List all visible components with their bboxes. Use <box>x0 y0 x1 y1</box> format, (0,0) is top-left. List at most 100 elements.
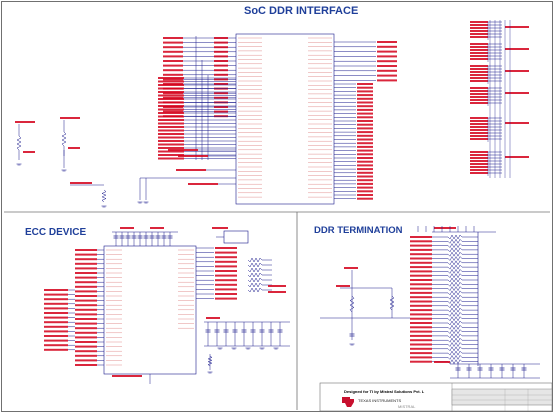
net-label <box>505 26 529 28</box>
net-label <box>158 115 184 118</box>
net-label <box>75 285 97 288</box>
net-label <box>163 37 183 39</box>
termination-resistor <box>447 247 463 253</box>
crystal-symbol <box>223 230 249 244</box>
divider-resistor <box>61 131 67 147</box>
termination-resistor <box>447 298 463 305</box>
net-label <box>75 327 97 330</box>
net-label <box>75 364 97 366</box>
termination-resistor <box>447 264 463 270</box>
net-label <box>163 92 183 95</box>
net-label <box>357 123 373 126</box>
net-label <box>357 175 373 178</box>
net-label <box>158 105 184 107</box>
net-label <box>377 55 397 58</box>
net-label <box>75 331 97 334</box>
net-label <box>75 350 97 353</box>
termination-resistor <box>447 307 463 313</box>
net-label <box>214 92 228 95</box>
net-label <box>60 117 80 119</box>
net-label <box>158 101 184 104</box>
net-label <box>470 154 488 156</box>
net-label <box>158 84 184 86</box>
net-label <box>44 325 68 328</box>
net-label <box>44 339 68 342</box>
partner-logo-text: MISTRAL <box>398 404 416 409</box>
resistor <box>349 295 355 313</box>
net-label <box>470 132 488 134</box>
company-name: TEXAS INSTRUMENTS <box>358 398 402 403</box>
net-label <box>214 64 228 67</box>
net-label <box>75 295 97 297</box>
net-label <box>75 322 97 325</box>
termination-resistor <box>447 268 463 274</box>
net-label <box>470 135 488 137</box>
net-label <box>470 120 488 122</box>
net-label <box>470 160 488 162</box>
net-label <box>44 330 68 333</box>
net-label <box>357 179 373 182</box>
pull-resistor <box>247 277 263 283</box>
termination-resistor <box>447 341 463 348</box>
net-label <box>344 267 358 269</box>
net-label <box>75 313 97 316</box>
net-label <box>357 138 373 141</box>
net-label <box>75 359 97 362</box>
net-label <box>410 300 432 303</box>
ecc-device-section <box>44 227 290 384</box>
net-label <box>75 290 97 293</box>
net-label <box>357 101 373 104</box>
net-label <box>470 65 488 67</box>
net-label <box>470 77 488 79</box>
net-label <box>410 326 432 329</box>
net-label <box>357 94 373 97</box>
net-label <box>214 69 228 72</box>
net-label <box>336 285 350 287</box>
net-label <box>470 138 488 140</box>
net-label <box>410 253 432 256</box>
net-label <box>470 87 488 89</box>
divider-resistor <box>16 135 22 151</box>
net-label <box>410 347 432 350</box>
net-label <box>357 108 373 111</box>
net-label <box>434 361 450 363</box>
net-label <box>44 316 68 319</box>
net-label <box>410 287 432 290</box>
termination-resistor <box>447 286 463 292</box>
net-label <box>470 166 488 168</box>
net-label <box>410 270 432 273</box>
net-label <box>470 163 488 165</box>
net-label <box>44 312 68 314</box>
net-label <box>215 265 237 268</box>
net-label <box>158 136 184 139</box>
net-label <box>215 256 237 259</box>
net-label <box>158 126 184 128</box>
net-label <box>215 247 237 249</box>
net-label <box>158 98 184 100</box>
net-label <box>268 285 286 287</box>
net-label <box>410 261 432 264</box>
net-label <box>470 117 488 119</box>
net-label <box>357 142 373 145</box>
net-label <box>470 24 488 26</box>
net-label <box>44 321 68 324</box>
net-label <box>410 248 432 251</box>
net-label <box>470 58 488 60</box>
net-label <box>470 43 488 45</box>
net-label <box>377 69 397 72</box>
termination-resistor <box>447 320 463 326</box>
net-label <box>410 322 432 324</box>
net-label <box>470 71 488 73</box>
ddr-termination-section <box>320 226 540 379</box>
net-label <box>470 157 488 159</box>
net-label <box>158 143 184 146</box>
net-label <box>214 78 228 81</box>
net-label <box>470 80 488 82</box>
net-label <box>215 297 237 300</box>
termination-resistor <box>447 255 463 262</box>
net-label <box>410 356 432 359</box>
net-label <box>163 50 183 53</box>
net-label <box>410 343 432 346</box>
net-label <box>470 99 488 101</box>
net-label <box>120 227 134 229</box>
